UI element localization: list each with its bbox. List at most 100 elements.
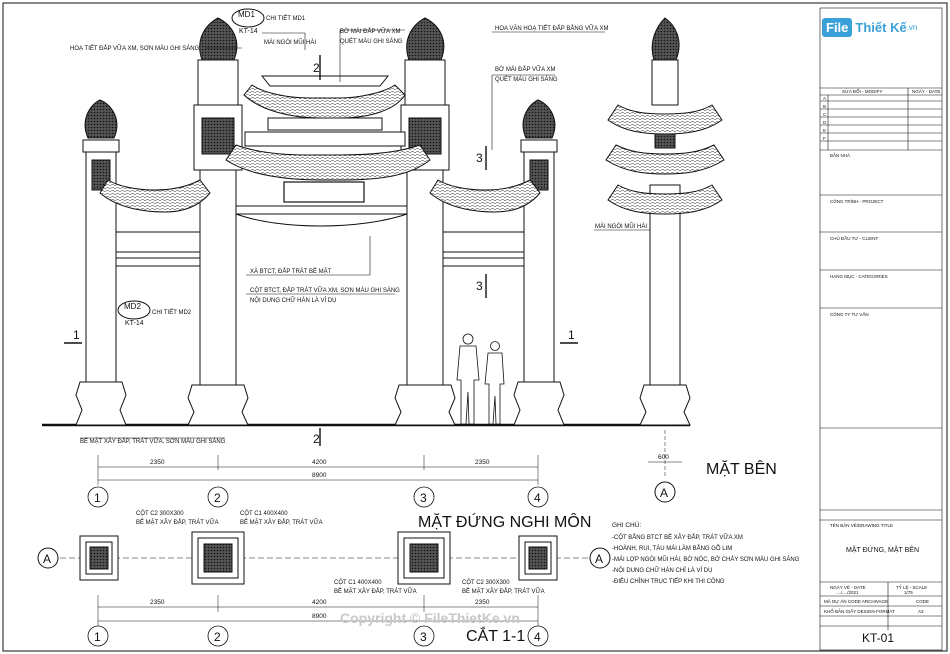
label-roof-tile: MÁI NGÓI MŨI HÀI: [264, 39, 316, 46]
note-3: -MÁI LỢP NGÓI MŨI HÀI, BỜ NÓC, BỜ CHẢY S…: [612, 556, 800, 563]
front-dimension-lines: [97, 455, 539, 485]
plan-dim-1: 2350: [150, 599, 165, 606]
callout-md2: [117, 300, 151, 320]
label-pattern: HOA VĂN HOẠ TIẾT ĐẮP BẰNG VỮA XM: [495, 24, 609, 32]
copyright-watermark: Copyright © FileThietKe.vn: [340, 610, 520, 626]
scale-figures: [456, 333, 505, 425]
side-dim: 600: [658, 454, 669, 461]
plan-axis-a-right: A: [595, 552, 603, 566]
plan-axis-2: 2: [214, 630, 221, 644]
plan-column-3: [397, 531, 451, 585]
logo-rest: Thiết Kế: [855, 19, 907, 35]
label-ridge-2: QUÉT MÀU GHI SÁNG: [340, 38, 403, 45]
tb-code-label-2: CODE: [916, 599, 929, 604]
label-ground: BỀ MẶT XÂY ĐẮP, TRÁT VỮA, SƠN MÀU GHI SÁ…: [80, 437, 226, 445]
tb-rev-f: F: [823, 136, 826, 141]
callout-md2-ref: KT-14: [125, 320, 144, 327]
label-chinese-text: NỘI DUNG CHỮ HÁN LÀ VÍ DỤ: [250, 297, 336, 304]
tb-format-label: KHỔ BẢN GIẤY DESIGN-FORMAT: [824, 608, 895, 614]
filethietke-logo: File Thiết Kế .vn: [822, 12, 940, 42]
tb-rev-d: D: [823, 120, 827, 125]
column-inner-right: [394, 17, 456, 426]
label-column: CỘT BTCT, ĐẮP TRÁT VỮA XM, SƠN MÀU GHI S…: [250, 286, 400, 294]
tb-sheet-number: KT-01: [862, 631, 894, 645]
label-ridge-side: BỜ MÁI ĐẮP VỮA XM: [495, 65, 556, 73]
tb-date-label: NGÀY VẼ - DATE: [830, 584, 866, 590]
note-1: -CỘT BẰNG BTCT BỀ XÂY ĐẮP, TRÁT VỮA XM: [612, 533, 743, 541]
label-ridge: BỜ MÁI ĐẮP VỮA XM: [340, 27, 401, 35]
tb-field-owner: BẢN NHÀ: [830, 152, 850, 158]
plan-label-c1-left: CỘT C1 400X400: [240, 510, 288, 517]
callout-md1-ref: KT-14: [239, 28, 258, 35]
note-2: -HOÀNH, RUI, TÀU MÁI LÀM BẰNG GỖ LIM: [612, 544, 732, 552]
side-roof-label: MÁI NGÓI MŨI HÀI: [595, 223, 647, 230]
plan-dim-2: 4200: [312, 599, 327, 606]
plan-label-c2-right: CỘT C2 300X300: [462, 579, 510, 586]
note-5: -ĐIỀU CHỈNH TRỤC TIẾP KHI THI CÔNG: [612, 578, 725, 585]
callout-md2-label: CHI TIẾT MD2: [152, 309, 192, 316]
tb-scale-value: 1/75: [904, 590, 913, 595]
callout-md1: [231, 8, 265, 28]
section-mark-3-top: 3: [476, 151, 483, 165]
tb-field-consultant: CÔNG TY TƯ VẤN: [830, 311, 869, 317]
callout-md1-label: CHI TIẾT MD1: [266, 15, 306, 22]
callout-md1-tag: MD1: [238, 10, 255, 19]
section-mark-3-bottom: 3: [476, 279, 483, 293]
tb-scale-label: TỶ LỆ - SCALE: [896, 583, 927, 590]
column-outer-right: [513, 99, 565, 426]
plan-column-2: [191, 531, 245, 585]
plan-axis-4: 4: [534, 630, 541, 644]
plan-axis-1: 1: [94, 630, 101, 644]
column-inner-left: [187, 17, 249, 426]
tb-rev-e: E: [823, 128, 826, 133]
tb-field-project: CÔNG TRÌNH - PROJECT: [830, 198, 884, 204]
tb-code-label: MÃ DỰ ÁN CODE ARCHIVAGE: [824, 598, 888, 604]
plan-section: [37, 531, 611, 647]
label-ornament: HOẠ TIẾT ĐẮP VỮA XM, SƠN MÀU GHI SÁNG: [70, 44, 200, 52]
plan-title: CẮT 1-1: [466, 626, 525, 645]
tb-rev-header-2: NGÀY - DATE: [912, 88, 940, 94]
note-4: -NỘI DUNG CHỮ HÁN CHỈ LÀ VÍ DỤ: [612, 567, 712, 574]
side-elevation: [605, 17, 725, 503]
plan-label-c2-left-sub: BỀ MẶT XÂY ĐẮP, TRÁT VỮA: [136, 518, 219, 526]
tb-rev-a: A: [823, 96, 826, 101]
tb-drawing-name-header: TÊN BẢN VẼ/DRAWING TITLE: [830, 521, 893, 528]
tb-field-category: HẠNG MỤC - CATEGORIES: [830, 274, 888, 279]
plan-dim-total: 8900: [312, 613, 327, 620]
front-axis-bubbles: [87, 486, 549, 508]
section-mark-1-right: 1: [568, 328, 575, 342]
plan-label-c1-right: CỘT C1 400X400: [334, 579, 382, 586]
logo-vn: .vn: [906, 22, 918, 32]
plan-axis-a-left: A: [43, 552, 51, 566]
section-mark-2-top: 2: [313, 61, 320, 75]
plan-dim-3: 2350: [475, 599, 490, 606]
front-view-title: MẶT ĐỨNG NGHI MÔN: [418, 512, 591, 531]
front-dim-1: 2350: [150, 459, 165, 466]
tb-format-value: A3: [918, 609, 924, 614]
plan-label-c1-left-sub: BỀ MẶT XÂY ĐẮP, TRÁT VỮA: [240, 518, 323, 526]
front-axis-4: 4: [534, 491, 541, 505]
plan-column-4: [518, 535, 558, 581]
plan-label-c1-right-sub: BỀ MẶT XÂY ĐẮP, TRÁT VỮA: [334, 587, 417, 595]
section-mark-1-left: 1: [73, 328, 80, 342]
notes-heading: GHI CHÚ:: [612, 520, 641, 529]
label-ridge-side-2: QUÉT MÀU GHI SÁNG: [495, 76, 558, 83]
front-dim-2: 4200: [312, 459, 327, 466]
front-axis-2: 2: [214, 491, 221, 505]
front-dim-total: 8900: [312, 472, 327, 479]
callout-md2-tag: MD2: [124, 302, 141, 311]
tb-drawing-name: MẶT ĐỨNG, MẶT BÊN: [846, 545, 919, 554]
label-beam: XÀ BTCT, ĐẮP TRÁT BỀ MẶT: [250, 267, 332, 275]
title-block: [819, 7, 943, 651]
section-marks: [64, 55, 578, 446]
tb-date-value: ..../..../2021: [836, 590, 859, 595]
side-axis: A: [660, 486, 668, 500]
plan-label-c2-right-sub: BỀ MẶT XÂY ĐẮP, TRÁT VỮA: [462, 587, 545, 595]
front-elevation: 1 1 2 2 3 3 MD1 KT-14 CHI TIẾT MD1 MD2 K…: [42, 8, 690, 531]
front-axis-3: 3: [420, 491, 427, 505]
section-mark-2-bottom: 2: [313, 432, 320, 446]
front-dim-3: 2350: [475, 459, 490, 466]
logo-file: File: [822, 17, 853, 37]
